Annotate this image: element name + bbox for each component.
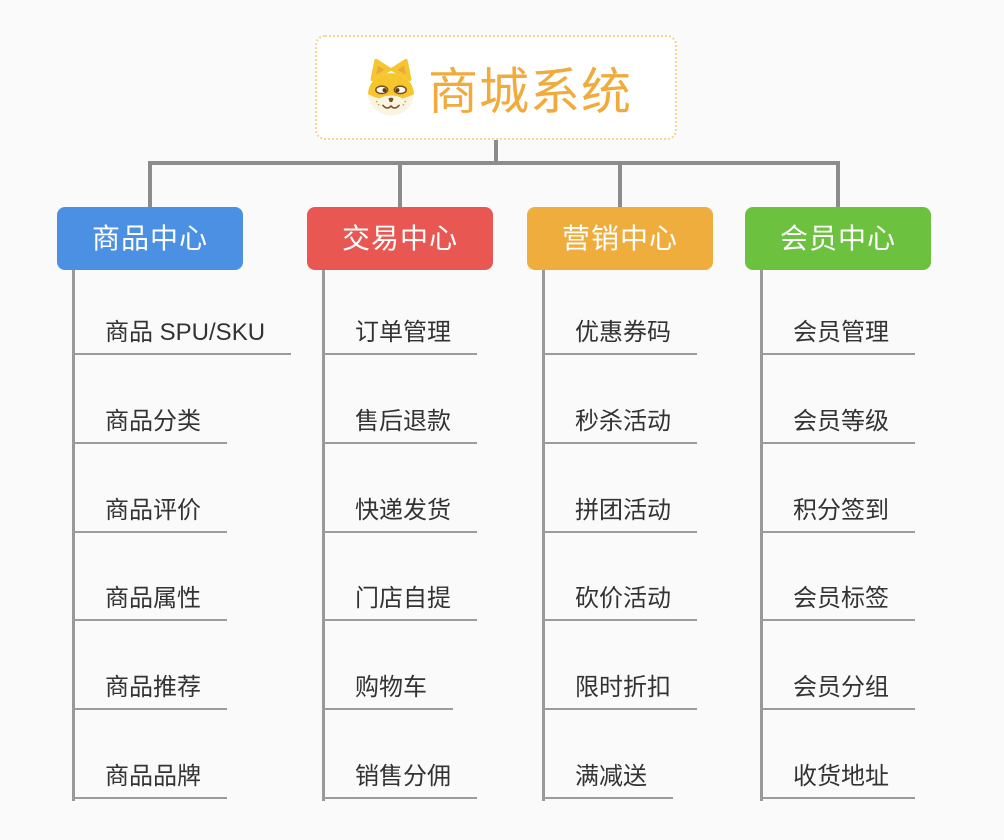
leaf-label: 商品属性: [105, 585, 201, 612]
leaf-node[interactable]: 订单管理: [322, 319, 477, 355]
leaf-label: 销售分佣: [355, 763, 451, 790]
leaf-node[interactable]: 优惠券码: [542, 319, 697, 355]
leaf-label: 快递发货: [355, 497, 451, 524]
dog-icon: [368, 58, 414, 115]
leaf-node[interactable]: 商品 SPU/SKU: [72, 319, 292, 355]
leaf-node[interactable]: 快递发货: [322, 497, 477, 533]
connector-bus: [148, 161, 840, 165]
leaf-label: 会员等级: [793, 408, 889, 435]
leaf-node[interactable]: 拼团活动: [542, 497, 697, 533]
leaf-node[interactable]: 砍价活动: [542, 585, 697, 621]
leaf-label: 限时折扣: [575, 674, 671, 701]
branch-label: 营销中心: [561, 223, 678, 254]
leaf-node[interactable]: 会员管理: [760, 319, 915, 355]
branch-node-product-center[interactable]: 商品中心: [57, 207, 243, 270]
leaf-label: 优惠券码: [575, 319, 671, 346]
leaf-node[interactable]: 秒杀活动: [542, 408, 697, 444]
leaf-node[interactable]: 满减送: [542, 763, 673, 799]
leaf-node[interactable]: 收货地址: [760, 763, 915, 799]
branch-node-marketing-center[interactable]: 营销中心: [527, 207, 713, 270]
leaf-node[interactable]: 商品属性: [72, 585, 227, 621]
leaf-node[interactable]: 会员分组: [760, 674, 915, 710]
connector-drop-marketing-center: [618, 161, 622, 209]
leaf-label: 砍价活动: [575, 585, 671, 612]
leaf-node[interactable]: 会员标签: [760, 585, 915, 621]
leaf-label: 订单管理: [355, 319, 451, 346]
leaf-label: 秒杀活动: [575, 408, 671, 435]
branch-node-trade-center[interactable]: 交易中心: [307, 207, 493, 270]
leaf-label: 会员管理: [793, 319, 889, 346]
leaf-node[interactable]: 购物车: [322, 674, 453, 710]
connector-drop-trade-center: [398, 161, 402, 209]
leaf-label: 商品评价: [105, 497, 201, 524]
leaf-node[interactable]: 售后退款: [322, 408, 477, 444]
leaf-node[interactable]: 销售分佣: [322, 763, 477, 799]
branch-label: 交易中心: [341, 223, 458, 254]
leaf-label: 商品推荐: [105, 674, 201, 701]
connector-root-stem: [494, 140, 498, 165]
branch-spine-trade-center: [322, 270, 325, 801]
leaf-label: 拼团活动: [575, 497, 671, 524]
branch-label: 会员中心: [779, 223, 896, 254]
connector-drop-member-center: [836, 161, 840, 209]
branch-spine-member-center: [760, 270, 763, 801]
branch-spine-product-center: [72, 270, 75, 801]
leaf-node[interactable]: 商品品牌: [72, 763, 227, 799]
leaf-label: 会员标签: [793, 585, 889, 612]
branch-spine-marketing-center: [542, 270, 545, 801]
leaf-label: 积分签到: [793, 497, 889, 524]
leaf-label: 收货地址: [793, 763, 889, 790]
branch-label: 商品中心: [91, 223, 208, 254]
connector-drop-product-center: [148, 161, 152, 209]
leaf-label: 售后退款: [355, 408, 451, 435]
leaf-node[interactable]: 商品推荐: [72, 674, 227, 710]
leaf-node[interactable]: 积分签到: [760, 497, 915, 533]
leaf-label: 购物车: [355, 674, 427, 701]
root-node[interactable]: 商城系统: [315, 35, 677, 140]
leaf-label: 商品 SPU/SKU: [105, 319, 266, 346]
branch-node-member-center[interactable]: 会员中心: [745, 207, 931, 270]
leaf-label: 满减送: [575, 763, 647, 790]
leaf-label: 会员分组: [793, 674, 889, 701]
root-title: 商城系统: [428, 63, 632, 120]
leaf-label: 商品分类: [105, 408, 201, 435]
leaf-node[interactable]: 商品评价: [72, 497, 227, 533]
leaf-label: 商品品牌: [105, 763, 201, 790]
leaf-label: 门店自提: [355, 585, 451, 612]
leaf-node[interactable]: 门店自提: [322, 585, 477, 621]
leaf-node[interactable]: 限时折扣: [542, 674, 697, 710]
leaf-node[interactable]: 商品分类: [72, 408, 227, 444]
leaf-node[interactable]: 会员等级: [760, 408, 915, 444]
